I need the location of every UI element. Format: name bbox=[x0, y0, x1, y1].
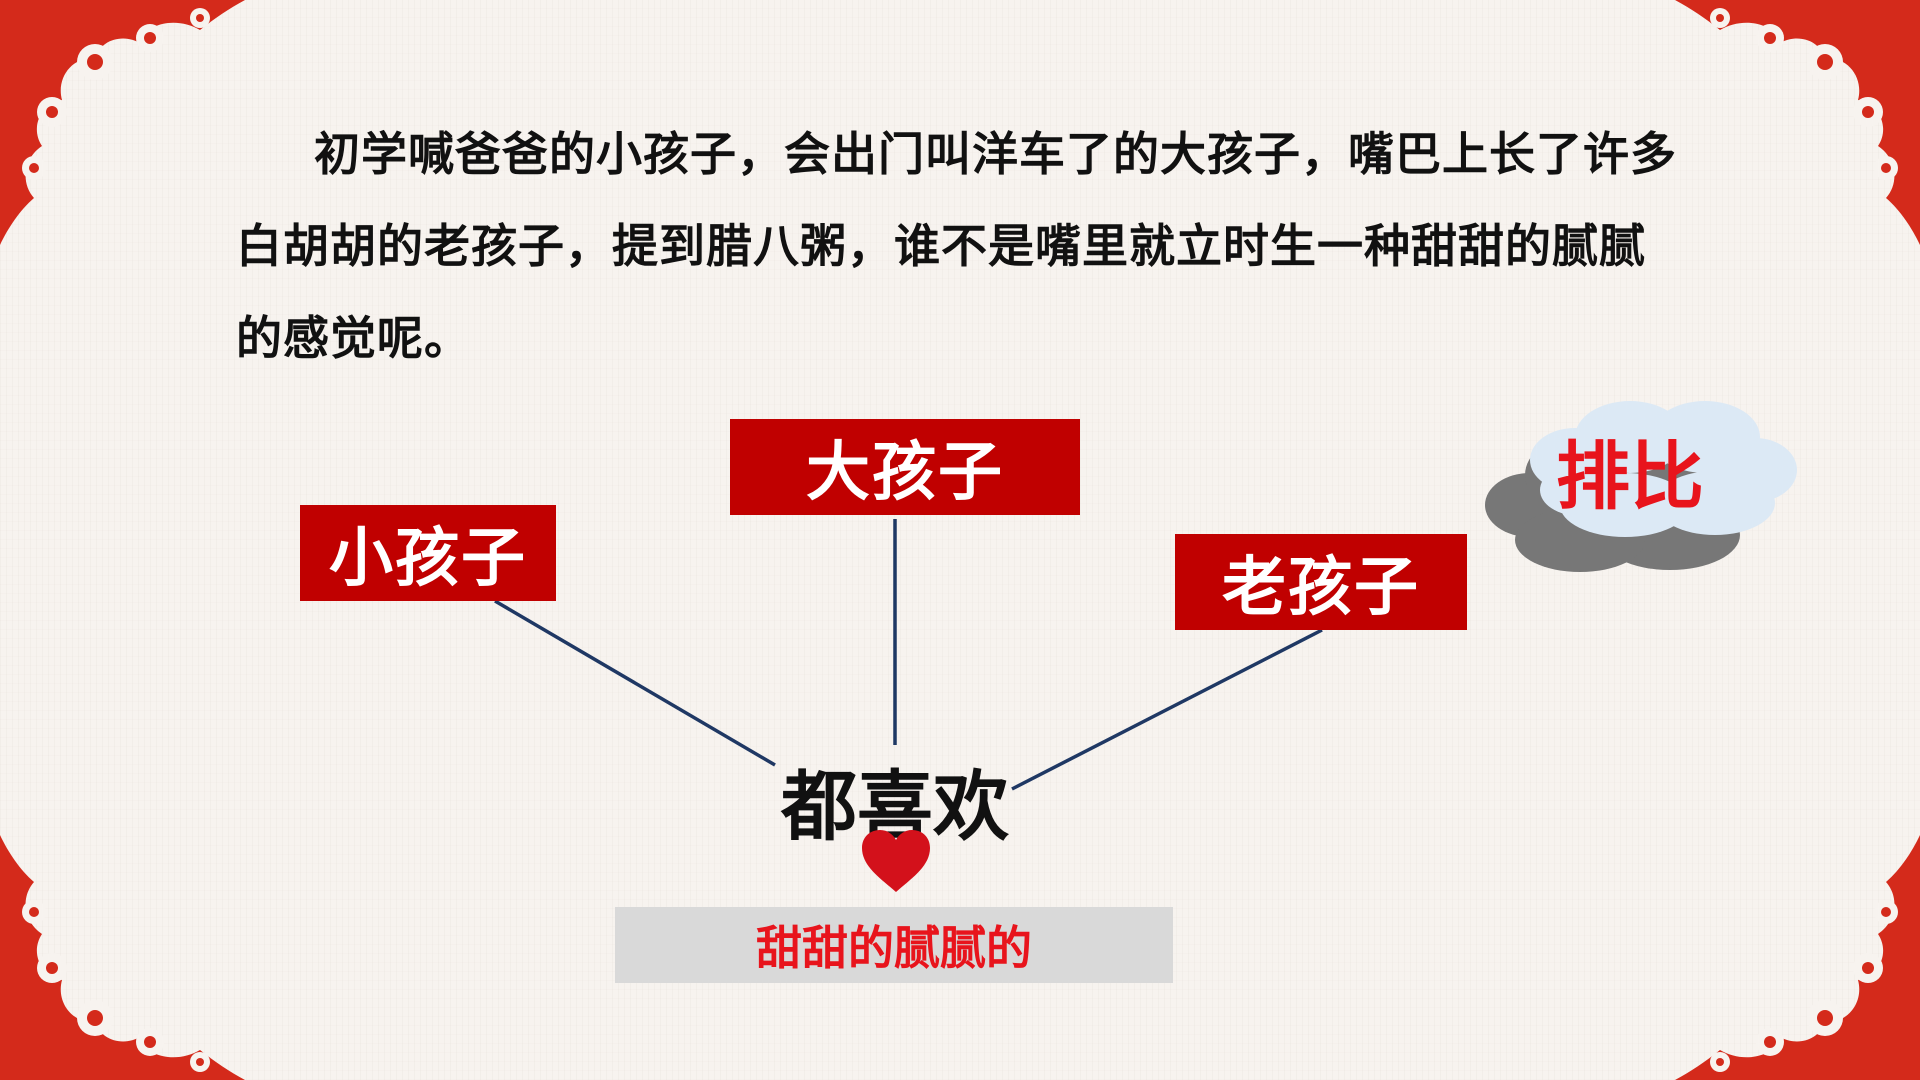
corner-ornament-bottom-right-icon bbox=[1675, 835, 1920, 1080]
node-old-child: 老孩子 bbox=[1175, 534, 1467, 630]
cloud-callout-icon bbox=[1485, 401, 1797, 572]
heart-icon bbox=[862, 830, 930, 892]
corner-ornament-top-right-icon bbox=[1675, 0, 1920, 245]
body-paragraph: 初学喊爸爸的小孩子，会出门叫洋车了的大孩子，嘴巴上长了许多白胡胡的老孩子，提到腊… bbox=[236, 127, 1677, 365]
result-bar: 甜甜的腻腻的 bbox=[615, 907, 1173, 983]
hub-label: 都喜欢 bbox=[781, 762, 1009, 851]
corner-ornament-bottom-left-icon bbox=[0, 835, 245, 1080]
rhetoric-device-label: 排比 bbox=[1556, 433, 1704, 520]
connector-old bbox=[1011, 628, 1323, 791]
node-big-child: 大孩子 bbox=[730, 419, 1080, 515]
corner-ornament-top-left-icon bbox=[0, 0, 245, 245]
node-small-child: 小孩子 bbox=[300, 505, 556, 601]
connector-small bbox=[494, 599, 776, 767]
